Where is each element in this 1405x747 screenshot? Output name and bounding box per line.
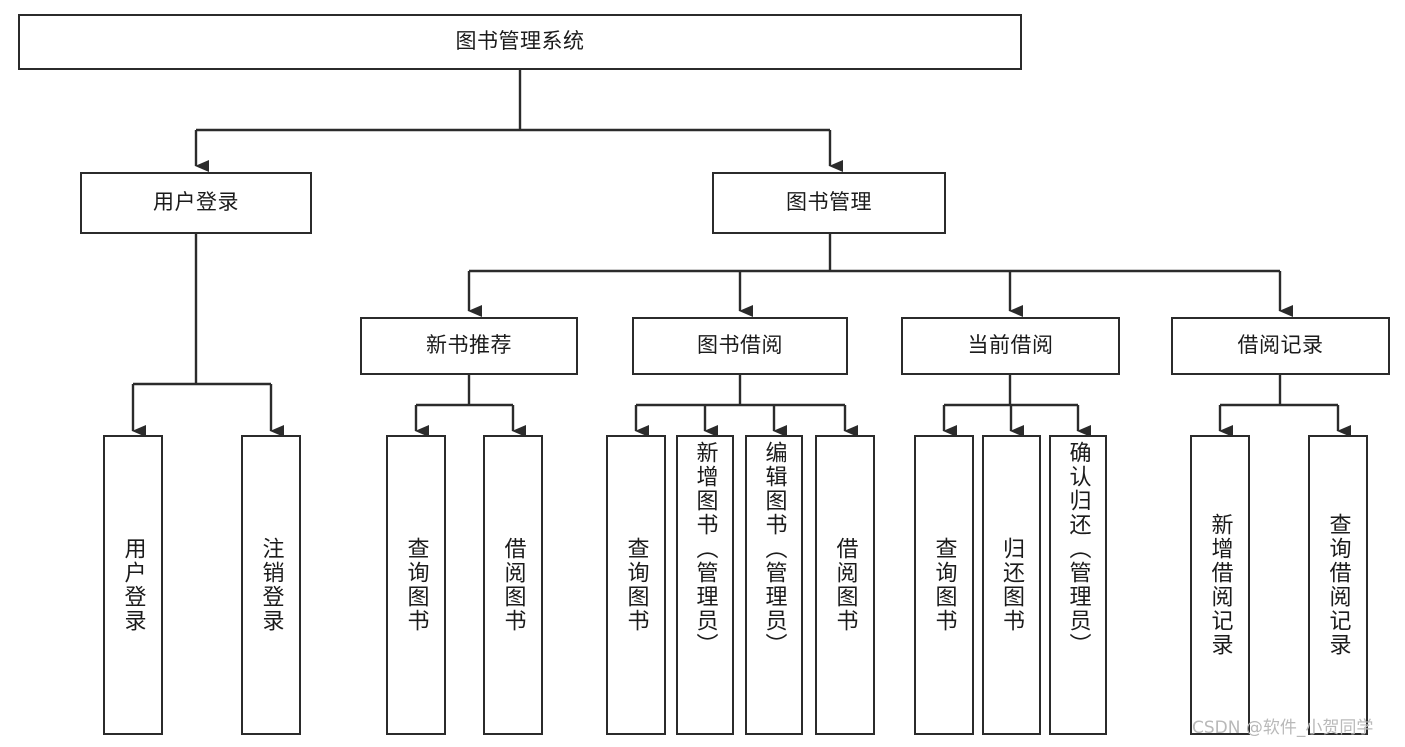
leaf-user-login-login[interactable]: 用户登录 <box>103 435 163 735</box>
node-label: 编辑图书（管理员） <box>761 441 787 657</box>
node-label: 借阅图书 <box>500 537 526 633</box>
leaf-current-borrow-query-book[interactable]: 查询图书 <box>914 435 974 735</box>
leaf-book-borrow-query-book[interactable]: 查询图书 <box>606 435 666 735</box>
leaf-user-login-logout[interactable]: 注销登录 <box>241 435 301 735</box>
node-label: 查询图书 <box>623 537 649 633</box>
node-new-book-recommend[interactable]: 新书推荐 <box>360 317 578 375</box>
watermark-text: CSDN @软件_小贺同学 <box>1192 718 1374 738</box>
node-label: 查询借阅记录 <box>1325 513 1351 657</box>
node-label: 图书管理 <box>786 190 872 215</box>
node-user-login[interactable]: 用户登录 <box>80 172 312 234</box>
node-label: 注销登录 <box>258 537 284 633</box>
node-label: 用户登录 <box>153 190 239 215</box>
node-current-borrow[interactable]: 当前借阅 <box>901 317 1120 375</box>
node-label: 图书借阅 <box>697 333 783 358</box>
leaf-borrow-record-add-record[interactable]: 新增借阅记录 <box>1190 435 1250 735</box>
leaf-book-borrow-edit-book[interactable]: 编辑图书（管理员） <box>745 435 803 735</box>
node-label: 新书推荐 <box>426 333 512 358</box>
leaf-book-borrow-add-book[interactable]: 新增图书（管理员） <box>676 435 734 735</box>
node-label: 借阅记录 <box>1237 333 1324 358</box>
node-book-borrow[interactable]: 图书借阅 <box>632 317 848 375</box>
leaf-new-book-query-book[interactable]: 查询图书 <box>386 435 446 735</box>
leaf-book-borrow-borrow-book[interactable]: 借阅图书 <box>815 435 875 735</box>
leaf-borrow-record-query-record[interactable]: 查询借阅记录 <box>1308 435 1368 735</box>
leaf-current-borrow-confirm-return[interactable]: 确认归还（管理员） <box>1049 435 1107 735</box>
leaf-new-book-borrow-book[interactable]: 借阅图书 <box>483 435 543 735</box>
node-label: 当前借阅 <box>967 333 1054 358</box>
node-label: 用户登录 <box>120 537 146 633</box>
node-label: 确认归还（管理员） <box>1065 441 1091 657</box>
node-root-book-management-system[interactable]: 图书管理系统 <box>18 14 1022 70</box>
node-label: 新增图书（管理员） <box>692 441 718 657</box>
node-borrow-record[interactable]: 借阅记录 <box>1171 317 1390 375</box>
node-label: 查询图书 <box>931 537 957 633</box>
node-book-management[interactable]: 图书管理 <box>712 172 946 234</box>
node-label: 借阅图书 <box>832 537 858 633</box>
node-label: 新增借阅记录 <box>1207 513 1233 657</box>
node-label: 图书管理系统 <box>455 29 585 54</box>
node-label: 查询图书 <box>403 537 429 633</box>
leaf-current-borrow-return-book[interactable]: 归还图书 <box>982 435 1041 735</box>
node-label: 归还图书 <box>999 537 1025 633</box>
